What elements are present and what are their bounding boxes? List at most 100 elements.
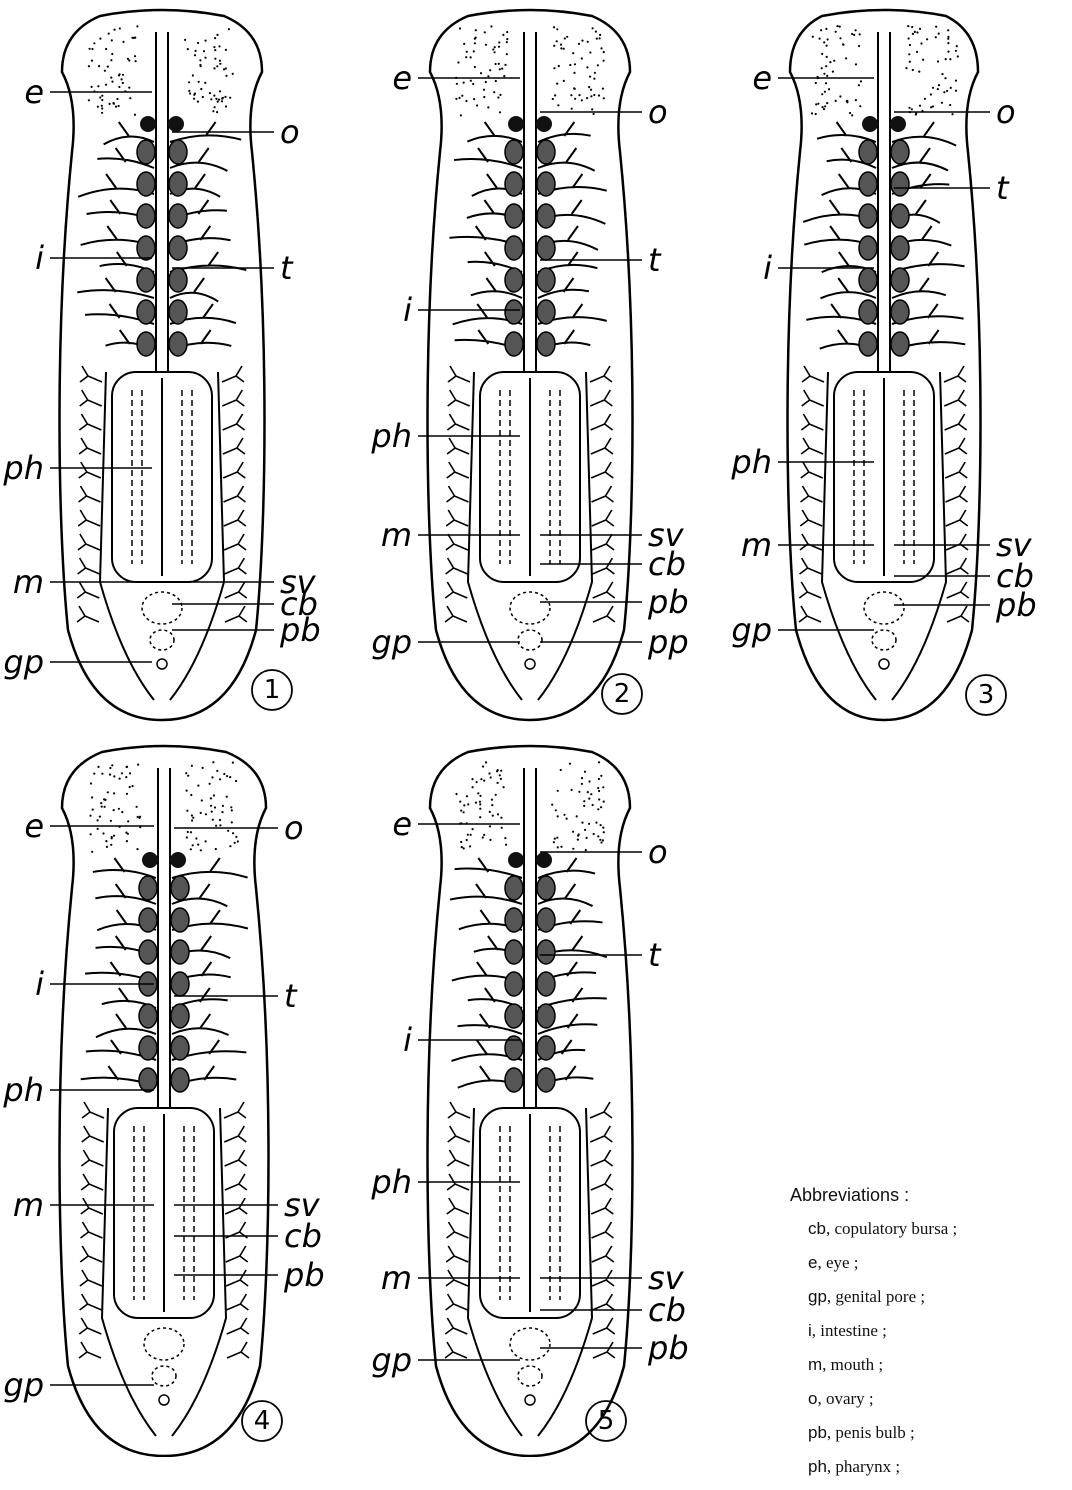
stipple-dot [229, 97, 231, 99]
stipple-dot [581, 99, 583, 101]
testis [891, 172, 909, 196]
posterior-branch [224, 1126, 246, 1142]
stipple-dot [555, 809, 557, 811]
testis [537, 236, 555, 260]
testis [139, 1068, 157, 1092]
structure-label: i [763, 249, 772, 287]
posterior-branch [78, 510, 100, 526]
stipple-dot [113, 792, 115, 794]
stipple-dot [491, 804, 493, 806]
testis [891, 332, 909, 356]
posterior-branch [590, 1126, 612, 1142]
posterior-branch [802, 366, 824, 382]
stipple-dot [195, 837, 197, 839]
stipple-dot [587, 41, 589, 43]
stipple-dot [556, 837, 558, 839]
stipple-dot [603, 801, 605, 803]
posterior-branch [80, 1294, 102, 1310]
stipple-dot [603, 51, 605, 53]
testis [169, 268, 187, 292]
stipple-dot [597, 835, 599, 837]
stipple-dot [505, 844, 507, 846]
posterior-branch [447, 462, 469, 478]
posterior-branch [226, 1270, 248, 1286]
stipple-dot [560, 44, 562, 46]
posterior-branch [224, 558, 246, 574]
stipple-dot [588, 823, 590, 825]
testis [505, 300, 523, 324]
penis-bulb [518, 1366, 542, 1386]
testis [171, 908, 189, 932]
stipple-dot [557, 846, 559, 848]
stipple-dot [589, 51, 591, 53]
stipple-dot [90, 782, 92, 784]
stipple-dot [113, 775, 115, 777]
stipple-dot [197, 844, 199, 846]
penis-bulb [518, 630, 542, 650]
stipple-dot [186, 810, 188, 812]
stipple-dot [859, 33, 861, 35]
stipple-dot [572, 831, 574, 833]
stipple-dot [205, 40, 207, 42]
stipple-dot [598, 778, 600, 780]
stipple-dot [955, 80, 957, 82]
stipple-dot [572, 848, 574, 850]
stipple-dot [237, 840, 239, 842]
testis [139, 1004, 157, 1028]
stipple-dot [192, 817, 194, 819]
posterior-branch [800, 534, 822, 550]
posterior-branch [448, 1126, 470, 1142]
stipple-dot [111, 764, 113, 766]
abbreviation-meaning: , ovary ; [817, 1389, 873, 1408]
stipple-dot [849, 112, 851, 114]
stipple-dot [571, 108, 573, 110]
stipple-dot [109, 767, 111, 769]
posterior-branch [222, 366, 244, 382]
stipple-dot [858, 84, 860, 86]
posterior-branch [445, 582, 467, 598]
posterior-branch [593, 606, 615, 622]
stipple-dot [205, 840, 207, 842]
stipple-dot [101, 99, 103, 101]
stipple-dot [595, 31, 597, 33]
testis [537, 300, 555, 324]
stipple-dot [192, 844, 194, 846]
stipple-dot [194, 54, 196, 56]
structure-label: i [35, 965, 44, 1003]
stipple-dot [191, 765, 193, 767]
stipple-dot [126, 793, 128, 795]
testis [139, 940, 157, 964]
stipple-dot [858, 45, 860, 47]
structure-label: e [24, 807, 44, 845]
stipple-dot [487, 106, 489, 108]
stipple-dot [463, 811, 465, 813]
stipple-dot [558, 65, 560, 67]
stipple-dot [216, 34, 218, 36]
posterior-branch [77, 606, 99, 622]
stipple-dot [602, 786, 604, 788]
abbreviation-item: m, mouth ; [808, 1354, 957, 1388]
stipple-dot [600, 806, 602, 808]
stipple-dot [472, 83, 474, 85]
abbreviation-meaning: , copulatory bursa ; [826, 1219, 957, 1238]
stipple-dot [566, 818, 568, 820]
stipple-dot [211, 811, 213, 813]
stipple-dot [935, 36, 937, 38]
stipple-dot [503, 75, 505, 77]
stipple-dot [465, 56, 467, 58]
stipple-dot [588, 780, 590, 782]
stipple-dot [139, 817, 141, 819]
posterior-branch [590, 366, 612, 382]
stipple-dot [122, 74, 124, 76]
stipple-dot [587, 791, 589, 793]
posterior-branch [447, 486, 469, 502]
stipple-dot [234, 842, 236, 844]
testis [171, 1068, 189, 1092]
stipple-dot [191, 814, 193, 816]
posterior-intestine [822, 372, 876, 700]
structure-label: ph [370, 417, 412, 455]
stipple-dot [504, 837, 506, 839]
stipple-dot [463, 82, 465, 84]
stipple-dot [225, 105, 227, 107]
stipple-dot [560, 47, 562, 49]
